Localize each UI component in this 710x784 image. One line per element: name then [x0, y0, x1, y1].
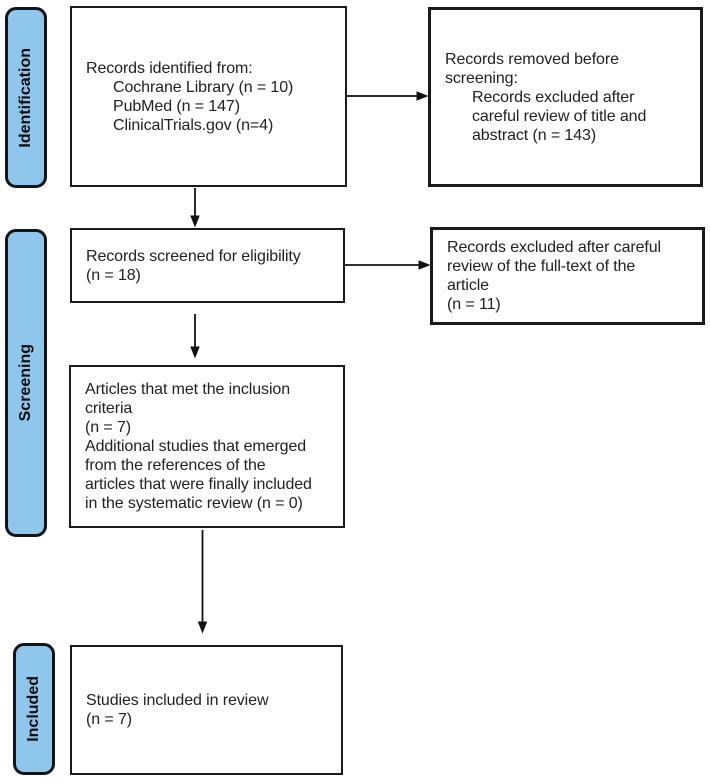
box-text-line: Records excluded after: [472, 88, 635, 106]
stage-label-screening-text: Screening: [17, 344, 34, 422]
box-records-excluded-fulltext: Records excluded after careful review of…: [430, 227, 705, 325]
box-text-line: from the references of the: [85, 457, 266, 474]
box-text-line: articles that were finally included: [85, 476, 312, 493]
stage-label-screening: Screening: [5, 229, 47, 537]
box-text-line: Records screened for eligibility: [86, 247, 301, 265]
box-records-removed-before-screening: Records removed before screening: Record…: [428, 7, 703, 187]
box-text-line: article: [447, 277, 489, 294]
box-text-line: review of the full-text of the: [447, 258, 636, 275]
box-text-line: Cochrane Library (n = 10): [113, 78, 294, 96]
box-text-line: Studies included in review: [86, 692, 269, 709]
box-text-line: Records identified from:: [86, 59, 253, 77]
box-text-line: PubMed (n = 147): [113, 97, 240, 115]
box-text-line: Records excluded after careful: [447, 239, 662, 256]
stage-label-included: Included: [13, 643, 55, 775]
box-text-line: (n = 7): [85, 419, 131, 436]
box-text-line: abstract (n = 143): [472, 126, 597, 144]
box-text-line: careful review of title and: [472, 107, 647, 125]
stage-label-included-text: Included: [25, 676, 42, 742]
stage-label-identification: Identification: [5, 7, 47, 188]
box-text-line: (n = 18): [86, 266, 141, 284]
box-text-line: Additional studies that emerged: [85, 438, 307, 455]
box-text-line: Articles that met the inclusion: [85, 381, 290, 398]
box-text-line: screening:: [445, 69, 518, 87]
box-records-identified: Records identified from: Cochrane Librar…: [70, 6, 347, 187]
stage-label-identification-text: Identification: [17, 47, 34, 148]
box-records-screened: Records screened for eligibility (n = 18…: [70, 228, 345, 303]
box-articles-met-inclusion-criteria: Articles that met the inclusion criteria…: [69, 365, 345, 528]
box-text-line: Records removed before: [445, 50, 619, 68]
box-text-line: in the systematic review (n = 0): [85, 495, 303, 512]
box-studies-included-in-review: Studies included in review (n = 7): [70, 645, 343, 775]
box-text-line: (n = 7): [86, 711, 132, 728]
box-text-line: ClinicalTrials.gov (n=4): [113, 116, 274, 134]
box-text-line: (n = 11): [447, 296, 501, 313]
box-text-line: criteria: [85, 400, 133, 417]
